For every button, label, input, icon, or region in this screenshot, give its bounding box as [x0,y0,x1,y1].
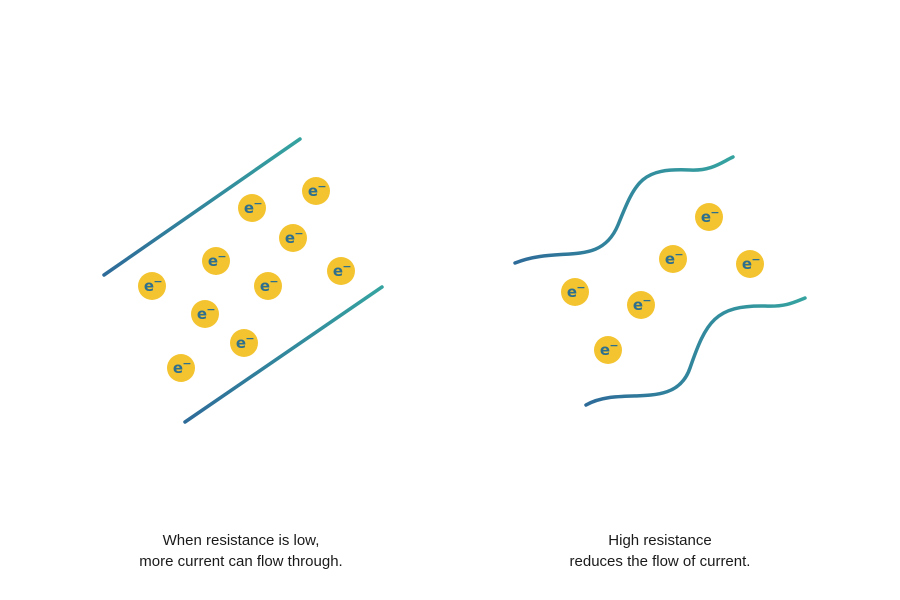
electron-circle [138,272,166,300]
electron-symbol: e [742,255,752,273]
electron-circle [302,177,330,205]
electron-symbol: e [308,182,318,200]
electron-circle [279,224,307,252]
high-resistance-electrons: e−e−e−e−e−e− [561,203,764,364]
electron-symbol: e [600,341,610,359]
electron-circle [238,194,266,222]
electron-symbol: e [665,250,675,268]
electron-circle [254,272,282,300]
electron: e− [695,203,723,231]
electron-charge: − [217,250,226,263]
electron-symbol: e [260,277,270,295]
high-resistance-caption: High resistance reduces the flow of curr… [480,530,840,572]
low-resistance-panel: e−e−e−e−e−e−e−e−e−e− [102,137,384,424]
low-resistance-lower-wall [183,285,384,424]
electron-charge: − [609,339,618,352]
electron-charge: − [269,275,278,288]
electron-symbol: e [173,359,183,377]
electron-circle [561,278,589,306]
electron-symbol: e [633,296,643,314]
high-resistance-caption-line1: High resistance [608,532,712,549]
electron: e− [167,354,195,382]
electron: e− [202,247,230,275]
electron-circle [695,203,723,231]
electron-circle [202,247,230,275]
electron-charge: − [182,357,191,370]
electron: e− [302,177,330,205]
electron-symbol: e [333,262,343,280]
electron: e− [736,250,764,278]
electron-charge: − [751,253,760,266]
electron-circle [191,300,219,328]
electron-charge: − [153,275,162,288]
electron-circle [736,250,764,278]
electron-symbol: e [285,229,295,247]
electron-charge: − [674,248,683,261]
electron-symbol: e [197,305,207,323]
electron-charge: − [317,180,326,193]
electron-circle [230,329,258,357]
electron-circle [627,291,655,319]
high-resistance-panel: e−e−e−e−e−e− [513,155,807,407]
electron: e− [659,245,687,273]
electron: e− [138,272,166,300]
electron-circle [594,336,622,364]
electron: e− [191,300,219,328]
high-resistance-lower-wall [584,296,807,407]
electron-charge: − [576,281,585,294]
electron: e− [594,336,622,364]
low-resistance-caption-line2: more current can flow through. [139,553,343,570]
electron-symbol: e [236,334,246,352]
high-resistance-caption-line2: reduces the flow of current. [569,553,751,570]
high-resistance-upper-wall [513,155,735,265]
electron-circle [167,354,195,382]
electron: e− [230,329,258,357]
electron-charge: − [206,303,215,316]
electron: e− [561,278,589,306]
electron-symbol: e [208,252,218,270]
electron-charge: − [294,227,303,240]
electron-charge: − [245,332,254,345]
electron-symbol: e [567,283,577,301]
electron: e− [238,194,266,222]
electron-charge: − [710,206,719,219]
low-resistance-upper-wall [102,137,302,277]
low-resistance-caption-line1: When resistance is low, [162,532,320,549]
electron-symbol: e [144,277,154,295]
electron-circle [659,245,687,273]
electron: e− [327,257,355,285]
electron-circle [327,257,355,285]
electron: e− [279,224,307,252]
low-resistance-electrons: e−e−e−e−e−e−e−e−e−e− [138,177,355,382]
electron-charge: − [253,197,262,210]
electron-symbol: e [244,199,254,217]
electron-charge: − [642,294,651,307]
electron-charge: − [342,260,351,273]
electron: e− [254,272,282,300]
electron-symbol: e [701,208,711,226]
electron: e− [627,291,655,319]
low-resistance-caption: When resistance is low, more current can… [61,530,421,572]
